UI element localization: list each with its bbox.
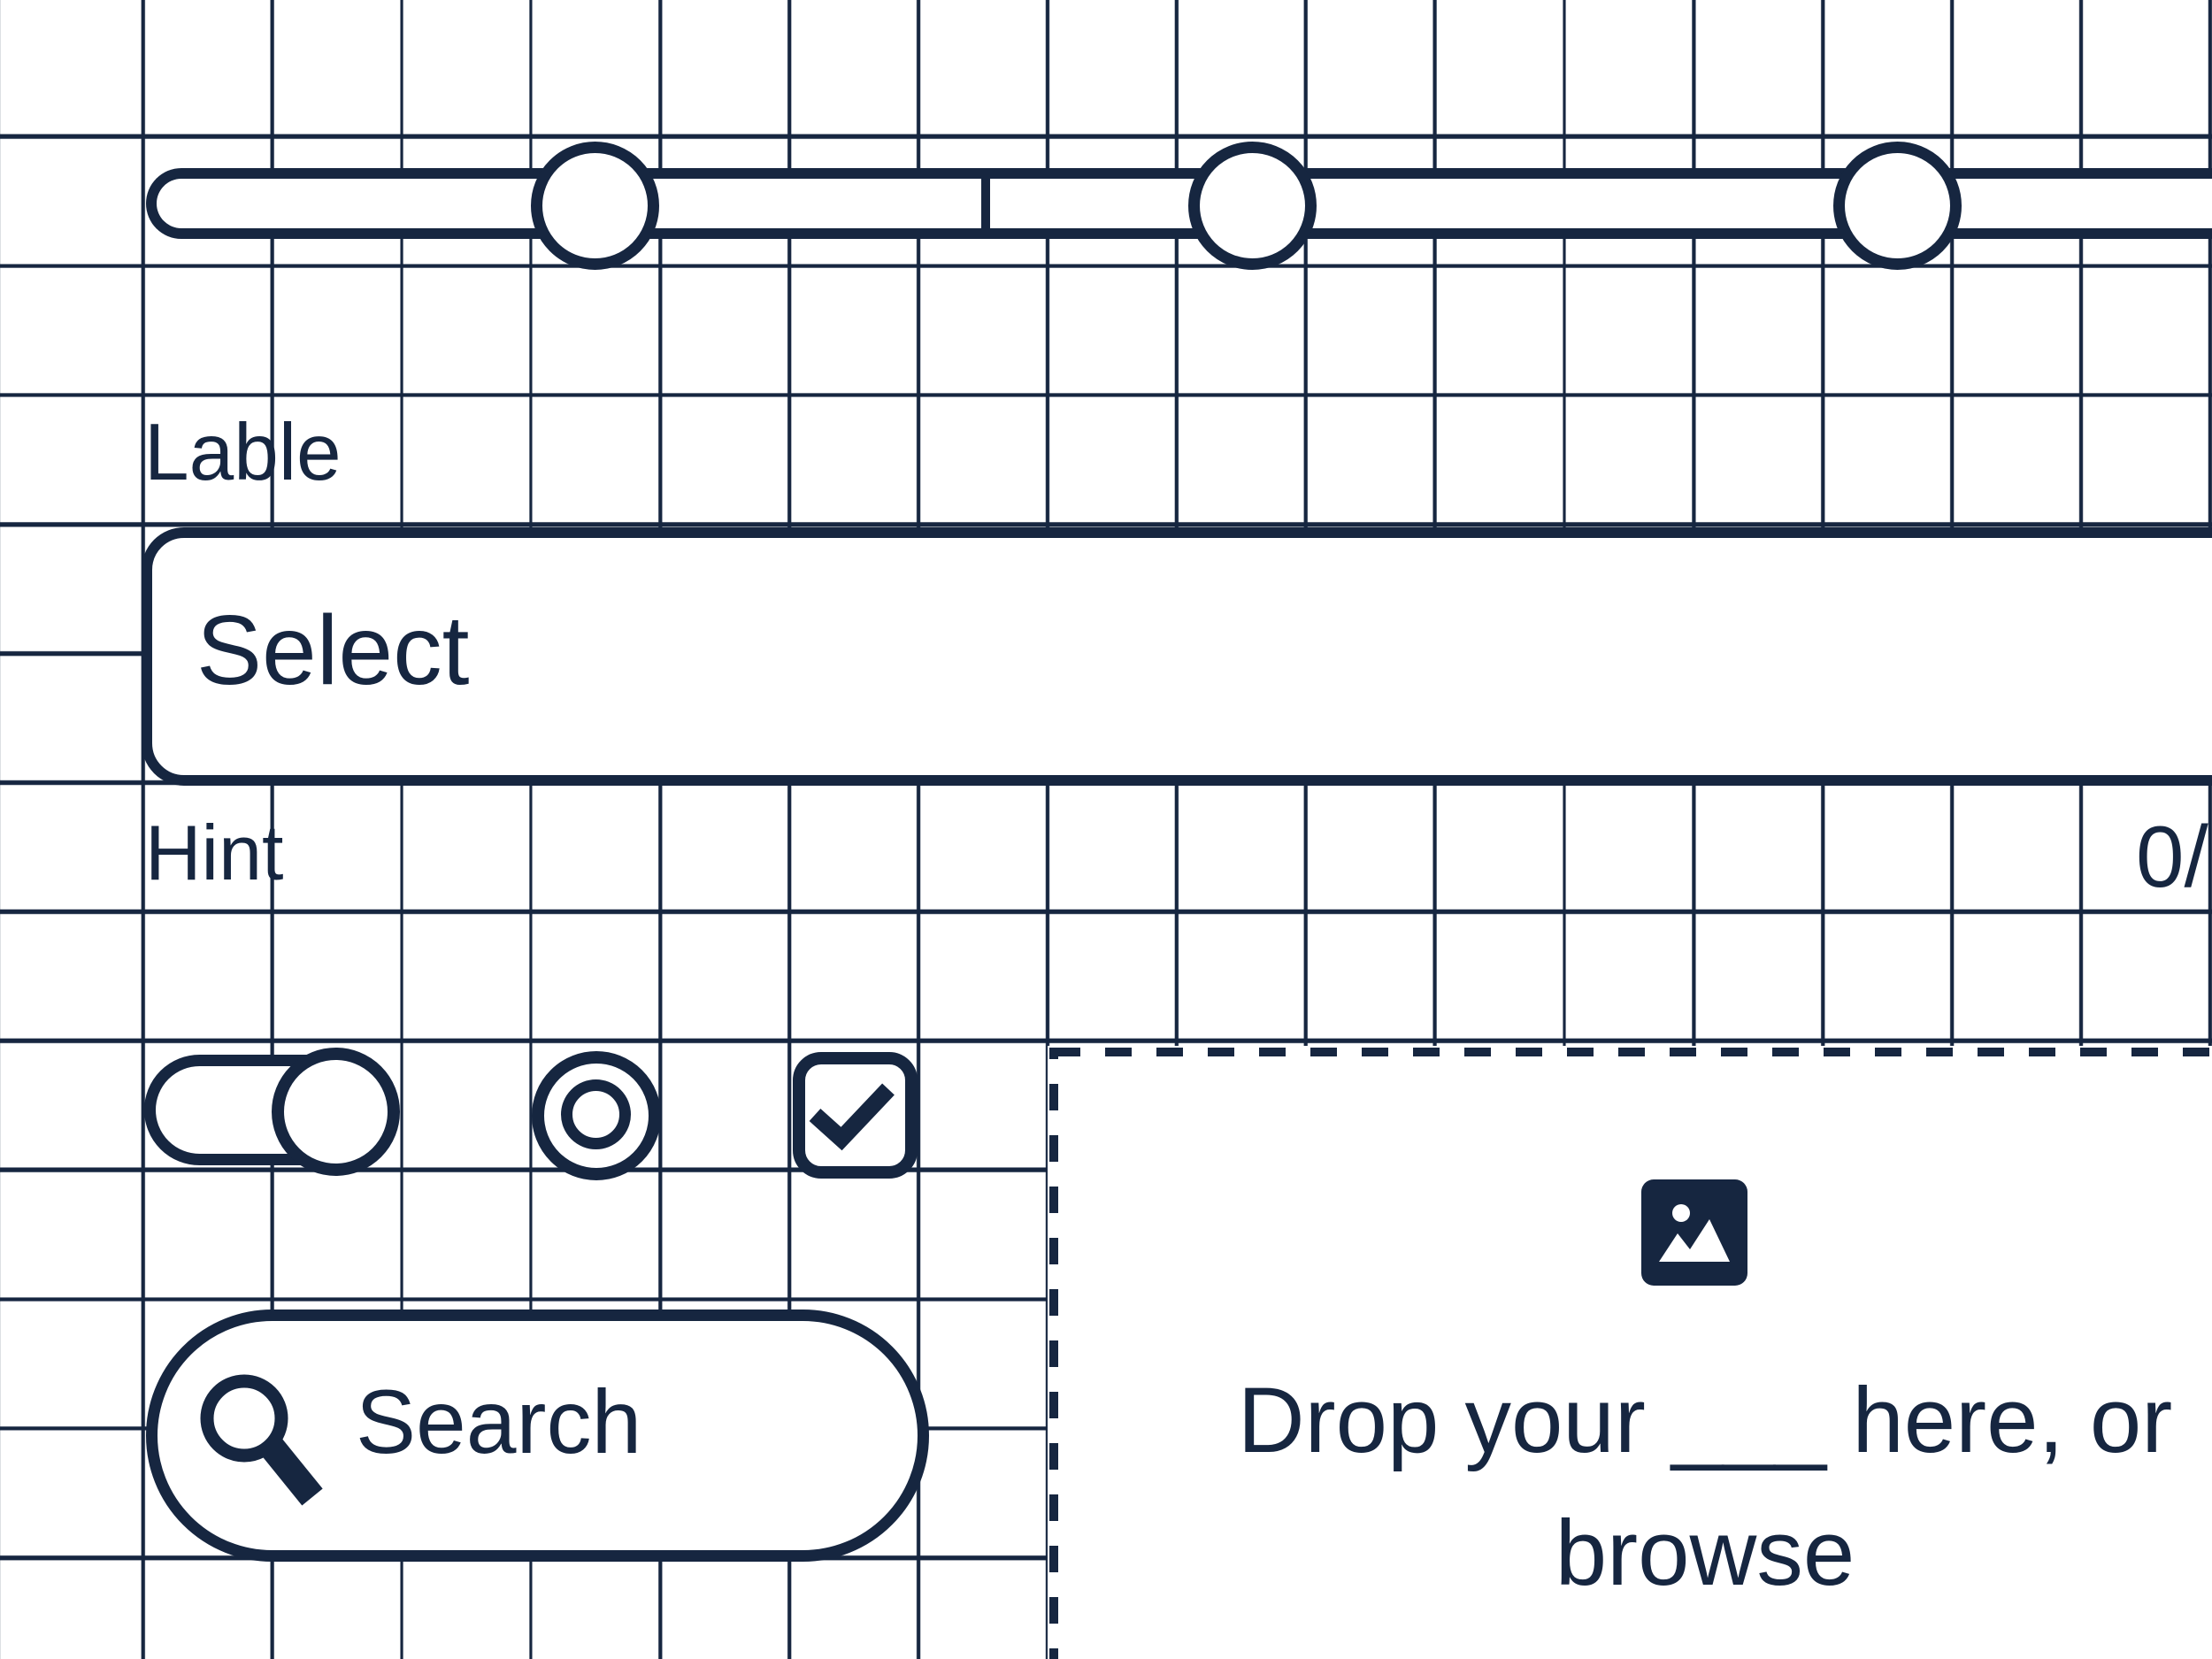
slider-tick <box>981 173 990 234</box>
slider-thumb[interactable] <box>531 142 659 270</box>
search-label: Search <box>356 1371 642 1472</box>
select-input[interactable] <box>142 527 2212 786</box>
char-counter: 0/ <box>2136 808 2208 905</box>
slider-thumb[interactable] <box>1833 142 1962 270</box>
select-value: Select <box>196 595 470 705</box>
dropzone[interactable]: Drop your ___ here, or browse <box>1048 1046 2212 1659</box>
slider-thumb[interactable] <box>1188 142 1317 270</box>
toggle-knob[interactable] <box>272 1048 400 1176</box>
dropzone-text-line1: Drop your ___ here, or <box>1237 1369 2173 1472</box>
hint-label: Hint <box>145 809 284 896</box>
dropzone-browse-text[interactable]: browse <box>1555 1502 1855 1605</box>
radio-dot <box>561 1079 631 1149</box>
check-icon <box>809 1083 895 1151</box>
image-icon <box>1641 1179 1747 1286</box>
magnifier-icon <box>200 1374 323 1506</box>
field-label: Lable <box>144 408 342 497</box>
